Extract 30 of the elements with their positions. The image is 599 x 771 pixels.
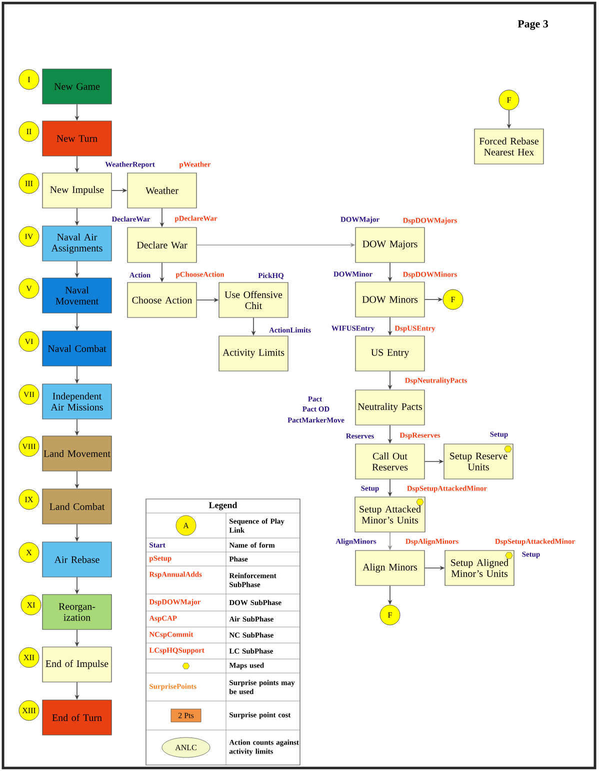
process-box: End of Turn [42, 700, 112, 736]
page-title: Page 3 [518, 20, 548, 30]
process-box: New Turn [42, 120, 112, 156]
process-box: Reorgan- ization [42, 594, 112, 630]
process-box: Align Minors [355, 550, 425, 586]
process-box: Land Movement [42, 436, 112, 472]
process-box: US Entry [355, 336, 425, 372]
legend-title: Legend [208, 502, 238, 510]
process-box: Use Offensive Chit [218, 282, 288, 318]
process-box: Air Rebase [42, 542, 112, 578]
process-box: Naval Combat [42, 330, 112, 366]
process-box: New Impulse [42, 172, 112, 208]
process-box: Choose Action [127, 282, 197, 318]
process-box: Land Combat [42, 488, 112, 524]
process-box: Setup Attacked Minor’s Units [354, 496, 426, 532]
process-box: DOW Majors [355, 227, 425, 263]
process-box: Weather [127, 172, 197, 208]
process-box: Independent Air Missions [42, 384, 112, 420]
process-box: Forced Rebase Nearest Hex [474, 128, 544, 164]
process-box: Declare War [127, 227, 197, 263]
process-box: Setup Aligned Minor’s Units [444, 550, 514, 586]
process-box: Call Out Reserves [355, 444, 425, 480]
process-box: Naval Movement [42, 278, 112, 314]
process-box: Activity Limits [218, 336, 288, 372]
process-box: DOW Minors [355, 282, 425, 318]
process-box: Setup Reserve Units [444, 444, 514, 480]
process-box: Naval Air Assignments [42, 226, 112, 262]
process-box: Neutrality Pacts [355, 390, 425, 426]
process-box: End of Impulse [42, 646, 112, 682]
process-box: New Game [42, 68, 112, 104]
